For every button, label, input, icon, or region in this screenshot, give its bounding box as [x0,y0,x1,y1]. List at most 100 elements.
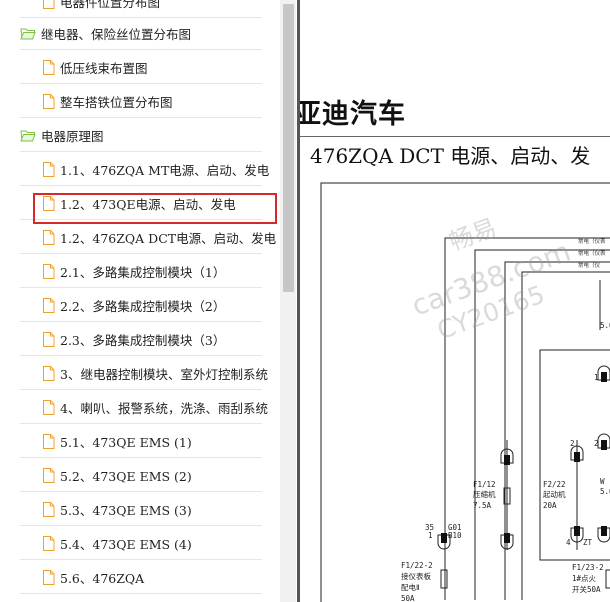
row-separator [20,117,262,118]
tree-file-item[interactable]: 2.1、多路集成控制模块（1） [0,254,280,288]
document-file-icon [43,501,55,517]
tree-item-label: 5.1、473QE EMS (1) [60,434,192,450]
tree-file-item[interactable]: 3、继电器控制模块、室外灯控制系统 [0,356,280,390]
tree-scrollbar-thumb[interactable] [283,4,294,292]
tree-item-label: 电器件位置分布图 [60,0,161,10]
document-tree: 电器件位置分布图继电器、保险丝位置分布图低压线束布置图整车搭铁位置分布图电器原理… [0,0,280,602]
tree-item-label: 2.1、多路集成控制模块（1） [60,264,226,280]
document-file-icon [43,467,55,483]
fuse-f1-12-label: F1/12 [473,480,496,489]
document-file-icon [43,399,55,415]
fuse-f2-22-amp: 20A [543,501,557,510]
pin-35: 35 [425,523,434,532]
tree-file-item[interactable]: 5.2、473QE EMS (2) [0,458,280,492]
fuse-f1-22-2-desc: 接仪表板 [401,571,431,581]
tree-item-label: 5.3、473QE EMS (3) [60,502,192,518]
pin-2b: 2 [594,439,599,448]
fuse-f1-22-2-desc2: 配电Ⅱ [401,582,420,592]
tree-file-item[interactable]: 2.3、多路集成控制模块（3） [0,322,280,356]
document-file-icon [43,263,55,279]
fuse-f1-23-2-label: F1/23-2 [572,563,604,572]
tree-file-item[interactable]: 4、喇叭、报警系统，洗涤、雨刮系统 [0,390,280,424]
fuse-f1-22-2-label: F1/22-2 [401,561,433,570]
panel-divider[interactable] [297,0,300,602]
tree-file-item[interactable]: 电器件位置分布图 [0,0,280,18]
document-file-icon [43,59,55,75]
tree-file-item-selected[interactable]: 1.2、476ZQA DCT电源、启动、发电 [0,220,280,254]
row-separator [20,321,262,322]
tree-item-label: 5.4、473QE EMS (4) [60,536,192,552]
pin-1b: 1 [594,373,599,382]
document-file-icon [43,569,55,585]
row-separator [20,525,262,526]
document-file-icon [43,297,55,313]
pin-1: 1 [428,531,433,540]
tree-file-item[interactable]: 5.4、473QE EMS (4) [0,526,280,560]
row-separator [20,17,262,18]
fuse-f2-22-desc: 起动机 [543,489,566,499]
diagram-frame [320,182,610,602]
tree-file-item[interactable]: 整车搭铁位置分布图 [0,84,280,118]
document-viewer[interactable]: F1/12 压缩机 7.5A F2/22 起动机 20A F1/22-2 接仪表… [300,0,610,602]
tree-item-label: 继电器、保险丝位置分布图 [41,26,192,42]
pin-zt: ZT [583,538,593,547]
wiring-diagram: F1/12 压缩机 7.5A F2/22 起动机 20A F1/22-2 接仪表… [320,182,610,602]
row-separator [20,355,262,356]
row-separator [20,253,262,254]
top-label-c: 常电（仪 [578,261,601,269]
folder-open-icon [20,28,36,39]
document-file-icon [43,433,55,449]
tree-file-item[interactable]: 低压线束布置图 [0,50,280,84]
pin-5b: 5.0 [600,487,610,496]
title-rule [300,136,610,137]
row-separator [20,491,262,492]
document-file-icon [43,161,55,177]
document-subtitle: 476ZQA DCT 电源、启动、发 [310,144,591,168]
tree-item-label: 整车搭铁位置分布图 [60,94,173,110]
pin-g01: G01 [448,523,462,532]
tree-file-item[interactable]: 5.6、476ZQA [0,560,280,594]
row-separator [20,287,262,288]
row-separator [20,83,262,84]
tree-item-label: 4、喇叭、报警系统，洗涤、雨刮系统 [60,400,268,416]
top-label-a: 常电（仪表 [578,237,606,245]
pin-4: 4 [566,538,571,547]
tree-item-label: 低压线束布置图 [60,60,148,76]
fuse-f2-22-label: F2/22 [543,480,566,489]
row-separator [20,185,262,186]
tree-item-label: 2.3、多路集成控制模块（3） [60,332,226,348]
folder-open-icon [20,130,36,141]
letter-w: W [600,477,605,486]
fuse-f1-12-desc: 压缩机 [473,489,496,499]
pin-2a: 2 [570,439,575,448]
row-separator [20,219,262,220]
row-separator [20,593,262,594]
document-brand-title: 亚迪汽车 [300,99,406,130]
tree-folder-item[interactable]: 电器原理图 [0,118,280,152]
row-separator [20,423,262,424]
fuse-f1-12-amp: 7.5A [473,501,492,510]
tree-item-label: 1.2、476ZQA DCT电源、启动、发电 [60,230,277,246]
fuse-f1-23-2-amp: 开关50A [572,584,601,594]
row-separator [20,389,262,390]
fuse-f1-23-2-desc: 1#点火 [572,574,597,583]
document-file-icon [43,331,55,347]
tree-item-label: 3、继电器控制模块、室外灯控制系统 [60,366,268,382]
tree-file-item[interactable]: 2.2、多路集成控制模块（2） [0,288,280,322]
tree-item-label: 1.1、476ZQA MT电源、启动、发电 [60,162,270,178]
document-file-icon [43,535,55,551]
pin-5a: 5.0 [600,321,610,330]
document-file-icon [43,229,55,245]
tree-item-label: 1.2、473QE电源、启动、发电 [60,196,236,212]
top-label-b: 常电（仪表 [578,249,606,257]
tree-file-item[interactable]: 5.3、473QE EMS (3) [0,492,280,526]
tree-item-label: 5.2、473QE EMS (2) [60,468,192,484]
row-separator [20,49,262,50]
tree-file-item[interactable]: 1.1、476ZQA MT电源、启动、发电 [0,152,280,186]
tree-file-item[interactable]: 1.2、473QE电源、启动、发电 [0,186,280,220]
document-file-icon [43,93,55,109]
tree-file-item[interactable]: 5.1、473QE EMS (1) [0,424,280,458]
tree-folder-item[interactable]: 继电器、保险丝位置分布图 [0,16,280,50]
fuse-f1-22-2-amp: 50A [401,594,415,602]
tree-item-label: 5.6、476ZQA [60,570,145,586]
